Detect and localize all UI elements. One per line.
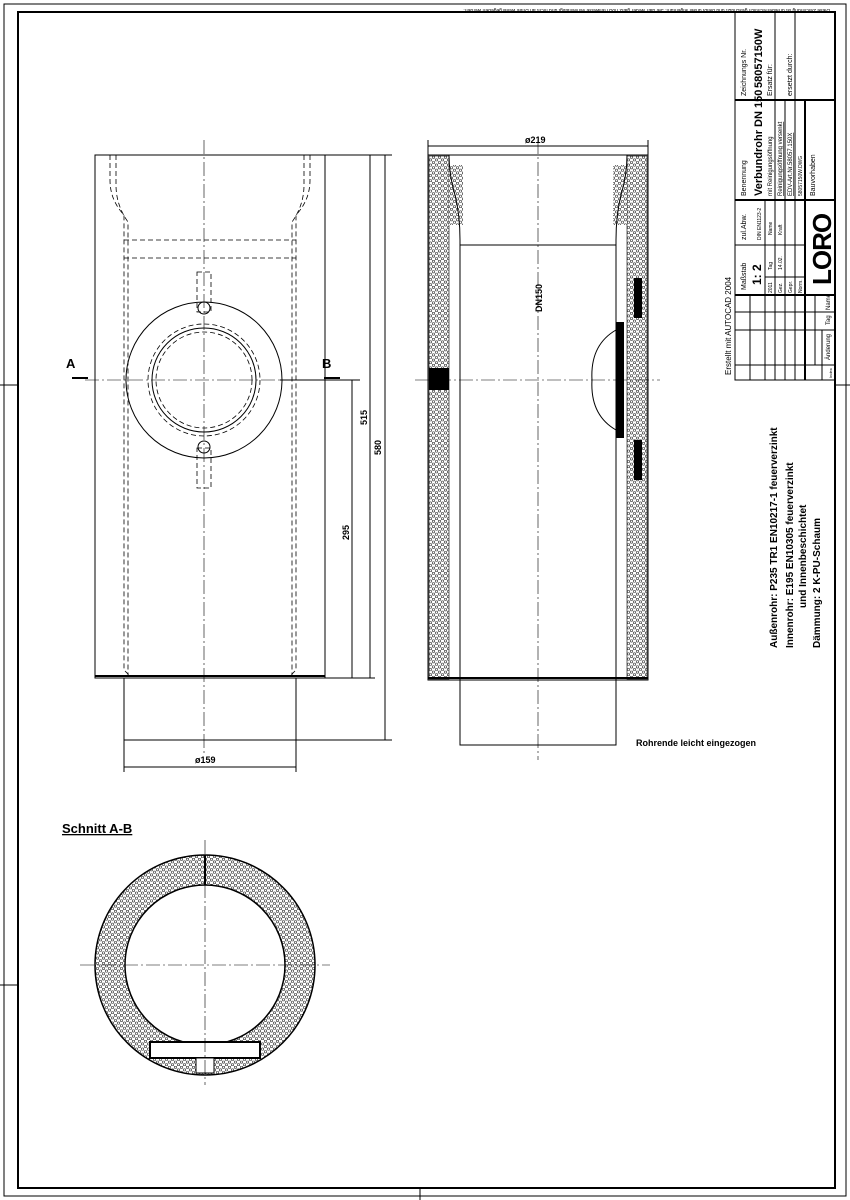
outer-pipe	[94, 154, 326, 679]
dim-295: 295	[341, 525, 351, 540]
drawing-no-label: Zeichnungs Nr.	[741, 49, 748, 96]
replaces-label: Ersatz für:	[767, 64, 774, 96]
material-inner: Innenrohr: E195 EN10305 feuerverzinkt	[785, 462, 796, 648]
drawing-frame	[17, 11, 836, 1189]
year: 2011	[768, 282, 774, 293]
dn-label: DN150	[534, 284, 544, 312]
dim-diameter-219: ø219	[525, 135, 546, 145]
designation-line-1: mit Reinigungsöffnung	[768, 136, 774, 196]
project-label: Bauvorhaben	[810, 154, 817, 196]
insulation-right	[626, 155, 648, 680]
designation-label: Benennung	[741, 160, 748, 196]
inner-pipe-end	[123, 678, 297, 741]
drawn-date: 14.02.	[778, 256, 784, 270]
copyright-note: Diese Zeichnung ist urheberrechtlich ges…	[463, 7, 830, 13]
drawn-name: Kraft	[778, 224, 784, 235]
loro-logo: LORO	[807, 213, 837, 285]
scale-label: Maßstab	[741, 263, 748, 290]
material-insulation: Dämmung: 2 K-PU-Schaum	[812, 518, 823, 648]
index-label: Index	[828, 368, 833, 378]
norm-label: Norm.	[798, 279, 804, 293]
designation-line-2: Reinigungsöffnung versenkt	[778, 121, 784, 196]
material-notes: Außenrohr: P235 TR1 EN10217-1 feuerverzi…	[769, 427, 823, 648]
section-a-b: Schnitt A-B	[62, 821, 330, 1085]
drawing-no: 58057150W	[753, 28, 765, 88]
pipe-end-note: Rohrende leicht eingezogen	[636, 738, 756, 748]
section-marker-b: B	[322, 356, 331, 371]
material-inner-2: und Innenbeschichtet	[798, 504, 809, 608]
day-label: Tag	[768, 262, 774, 270]
material-outer: Außenrohr: P235 TR1 EN10217-1 feuerverzi…	[769, 427, 780, 648]
checked-label: Gepr.	[788, 281, 794, 293]
insulation-left	[428, 155, 450, 680]
drawn-label: Gez.	[778, 282, 784, 293]
change-name-label: Name	[826, 293, 832, 310]
tolerance-label: zul.Abw.	[741, 214, 748, 240]
designation: Verbundrohr DN 150	[753, 90, 765, 196]
designation-line-4: 58057150W.DWG	[798, 156, 804, 196]
replaced-by-label: ersetzt durch:	[787, 54, 794, 96]
dim-diameter-159: ø159	[195, 755, 216, 765]
created-with: Erstellt mit AUTOCAD 2004	[724, 276, 733, 375]
scale-value: 1: 2	[750, 264, 764, 285]
side-view: ø219 DN150 Rohrende leicht eingezogen	[415, 135, 756, 760]
section-marker-a: A	[66, 356, 76, 371]
title-block: Erstellt mit AUTOCAD 2004 Index Änderung…	[724, 11, 837, 381]
tolerance-value: DIN EN1123-2	[757, 208, 763, 240]
name-label: Name	[768, 221, 774, 235]
section-title: Schnitt A-B	[62, 821, 132, 836]
change-day-label: Tag	[826, 315, 832, 325]
change-label: Änderung	[825, 334, 832, 360]
front-view: A B 580 515 295 ø159	[66, 140, 392, 772]
designation-line-3: EDV-Art.Nr.58057.150X	[788, 133, 794, 196]
dim-580: 580	[373, 440, 383, 455]
outer-border	[3, 3, 847, 1197]
dim-515: 515	[359, 410, 369, 425]
